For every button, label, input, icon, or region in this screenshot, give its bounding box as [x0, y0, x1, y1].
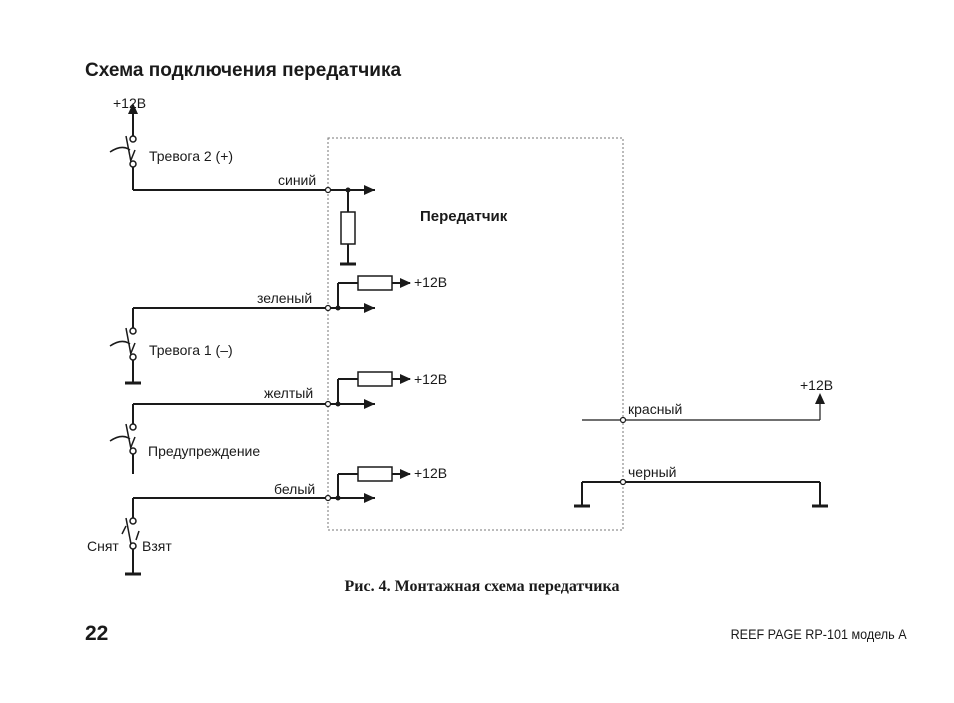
- supply-arrow-icon: [128, 103, 138, 114]
- switch-label-alarm2: Тревога 2 (+): [149, 148, 233, 164]
- switch-label-alarm1: Тревога 1 (–): [149, 342, 233, 358]
- supply-label: +12В: [800, 377, 833, 393]
- transmitter-box: [327, 137, 624, 531]
- supply-label: +12В: [414, 465, 447, 481]
- switch-icon: [109, 423, 137, 455]
- wire-label-red: красный: [628, 401, 682, 417]
- resistor-icon: [357, 371, 393, 387]
- switch-icon: [109, 327, 137, 361]
- page-number: 22: [85, 622, 109, 645]
- resistor-icon: [340, 211, 356, 245]
- wire-label-white: белый: [274, 481, 315, 497]
- supply-label: +12В: [414, 274, 447, 290]
- supply-label: +12В: [113, 95, 146, 111]
- switch-label-armed: Взят: [142, 538, 172, 554]
- supply-arrow-icon: [815, 393, 825, 404]
- wire-label-black: черный: [628, 464, 676, 480]
- supply-label: +12В: [414, 371, 447, 387]
- wire-label-yellow: желтый: [264, 385, 313, 401]
- figure-caption: Рис. 4. Монтажная схема передатчика: [344, 578, 620, 595]
- switch-label-disarmed: Снят: [87, 538, 119, 554]
- resistor-icon: [357, 466, 393, 482]
- page-heading: Схема подключения передатчика: [85, 60, 402, 81]
- resistor-icon: [357, 275, 393, 291]
- switch-icon: [109, 135, 137, 168]
- transmitter-label: Передатчик: [420, 208, 508, 225]
- footer-product: REEF PAGE RP-101 модель А: [730, 626, 907, 642]
- wire-label-blue: синий: [278, 172, 316, 188]
- switch-icon: [121, 517, 140, 550]
- switch-label-warning: Предупреждение: [148, 443, 260, 459]
- wire-label-green: зеленый: [257, 290, 312, 306]
